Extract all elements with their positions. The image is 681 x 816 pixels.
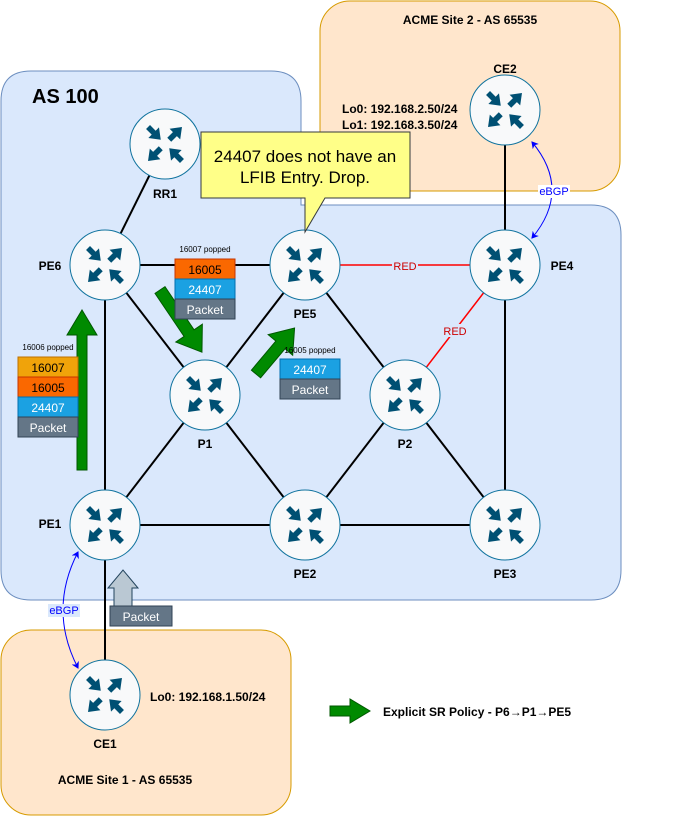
router-p1[interactable] bbox=[169, 359, 241, 431]
label-ce2: CE2 bbox=[493, 62, 517, 76]
callout-line-2: LFIB Entry. Drop. bbox=[240, 168, 370, 187]
label-16005: 16005 bbox=[31, 381, 65, 395]
site2-label: ACME Site 2 - AS 65535 bbox=[403, 13, 538, 27]
stack1-note: 16006 popped bbox=[22, 343, 73, 352]
as100-region bbox=[0, 70, 622, 601]
label-24407: 24407 bbox=[31, 401, 65, 415]
label-pe5: PE5 bbox=[294, 307, 317, 321]
router-ce1[interactable] bbox=[69, 659, 141, 731]
router-ce2[interactable] bbox=[469, 74, 541, 146]
router-pe4[interactable] bbox=[469, 229, 541, 301]
router-pe3[interactable] bbox=[469, 489, 541, 561]
site1-label: ACME Site 1 - AS 65535 bbox=[58, 773, 193, 787]
label-rr1: RR1 bbox=[153, 187, 177, 201]
router-pe5[interactable] bbox=[269, 229, 341, 301]
label-p1: P1 bbox=[198, 437, 213, 451]
label-24407: 24407 bbox=[293, 363, 327, 377]
ingress-packet-label: Packet bbox=[123, 610, 160, 624]
stack2-note: 16007 popped bbox=[179, 245, 230, 254]
label-stack-pe6-p1: 16005 24407 Packet bbox=[174, 258, 236, 320]
sr-arrow-pe1-pe6 bbox=[66, 309, 98, 471]
router-p2[interactable] bbox=[369, 359, 441, 431]
label-packet: Packet bbox=[30, 421, 67, 435]
label-pe4: PE4 bbox=[551, 259, 574, 273]
legend-text: Explicit SR Policy - P6→P1→PE5 bbox=[383, 705, 571, 719]
stack3-note: 16005 popped bbox=[284, 346, 335, 355]
label-stack-p1-pe5: 24407 Packet bbox=[279, 358, 341, 400]
label-pe2: PE2 bbox=[294, 567, 317, 581]
router-rr1[interactable] bbox=[129, 108, 201, 180]
label-packet: Packet bbox=[292, 383, 329, 397]
ebgp-label-site1: eBGP bbox=[49, 605, 78, 617]
ce2-lo1: Lo1: 192.168.3.50/24 bbox=[342, 118, 458, 132]
callout-line-1: 24407 does not have an bbox=[214, 147, 396, 166]
ingress-arrow bbox=[106, 569, 140, 607]
label-24407: 24407 bbox=[188, 283, 222, 297]
router-pe2[interactable] bbox=[269, 489, 341, 561]
ebgp-label-site2: eBGP bbox=[539, 186, 568, 198]
legend-arrow-icon bbox=[329, 698, 371, 724]
red-link-label-pe5-pe4: RED bbox=[393, 261, 416, 273]
label-pe6: PE6 bbox=[39, 259, 62, 273]
sr-arrow-p1-pe5 bbox=[250, 327, 296, 379]
site1-region bbox=[0, 629, 292, 816]
label-stack-pe1-pe6: 16007 16005 24407 Packet bbox=[17, 356, 79, 438]
red-link-label-p2-pe4: RED bbox=[443, 326, 466, 338]
label-16007: 16007 bbox=[31, 361, 65, 375]
ce1-lo0: Lo0: 192.168.1.50/24 bbox=[150, 690, 266, 704]
callout-box bbox=[200, 131, 411, 234]
router-pe6[interactable] bbox=[69, 229, 141, 301]
label-ce1: CE1 bbox=[93, 737, 117, 751]
label-packet: Packet bbox=[187, 303, 224, 317]
ingress-packet-box bbox=[109, 605, 173, 627]
router-pe1[interactable] bbox=[69, 489, 141, 561]
label-pe3: PE3 bbox=[494, 567, 517, 581]
label-p2: P2 bbox=[398, 437, 413, 451]
label-pe1: PE1 bbox=[39, 517, 62, 531]
as100-label: AS 100 bbox=[32, 86, 99, 108]
label-16005: 16005 bbox=[188, 263, 222, 277]
ce2-lo0: Lo0: 192.168.2.50/24 bbox=[342, 102, 458, 116]
